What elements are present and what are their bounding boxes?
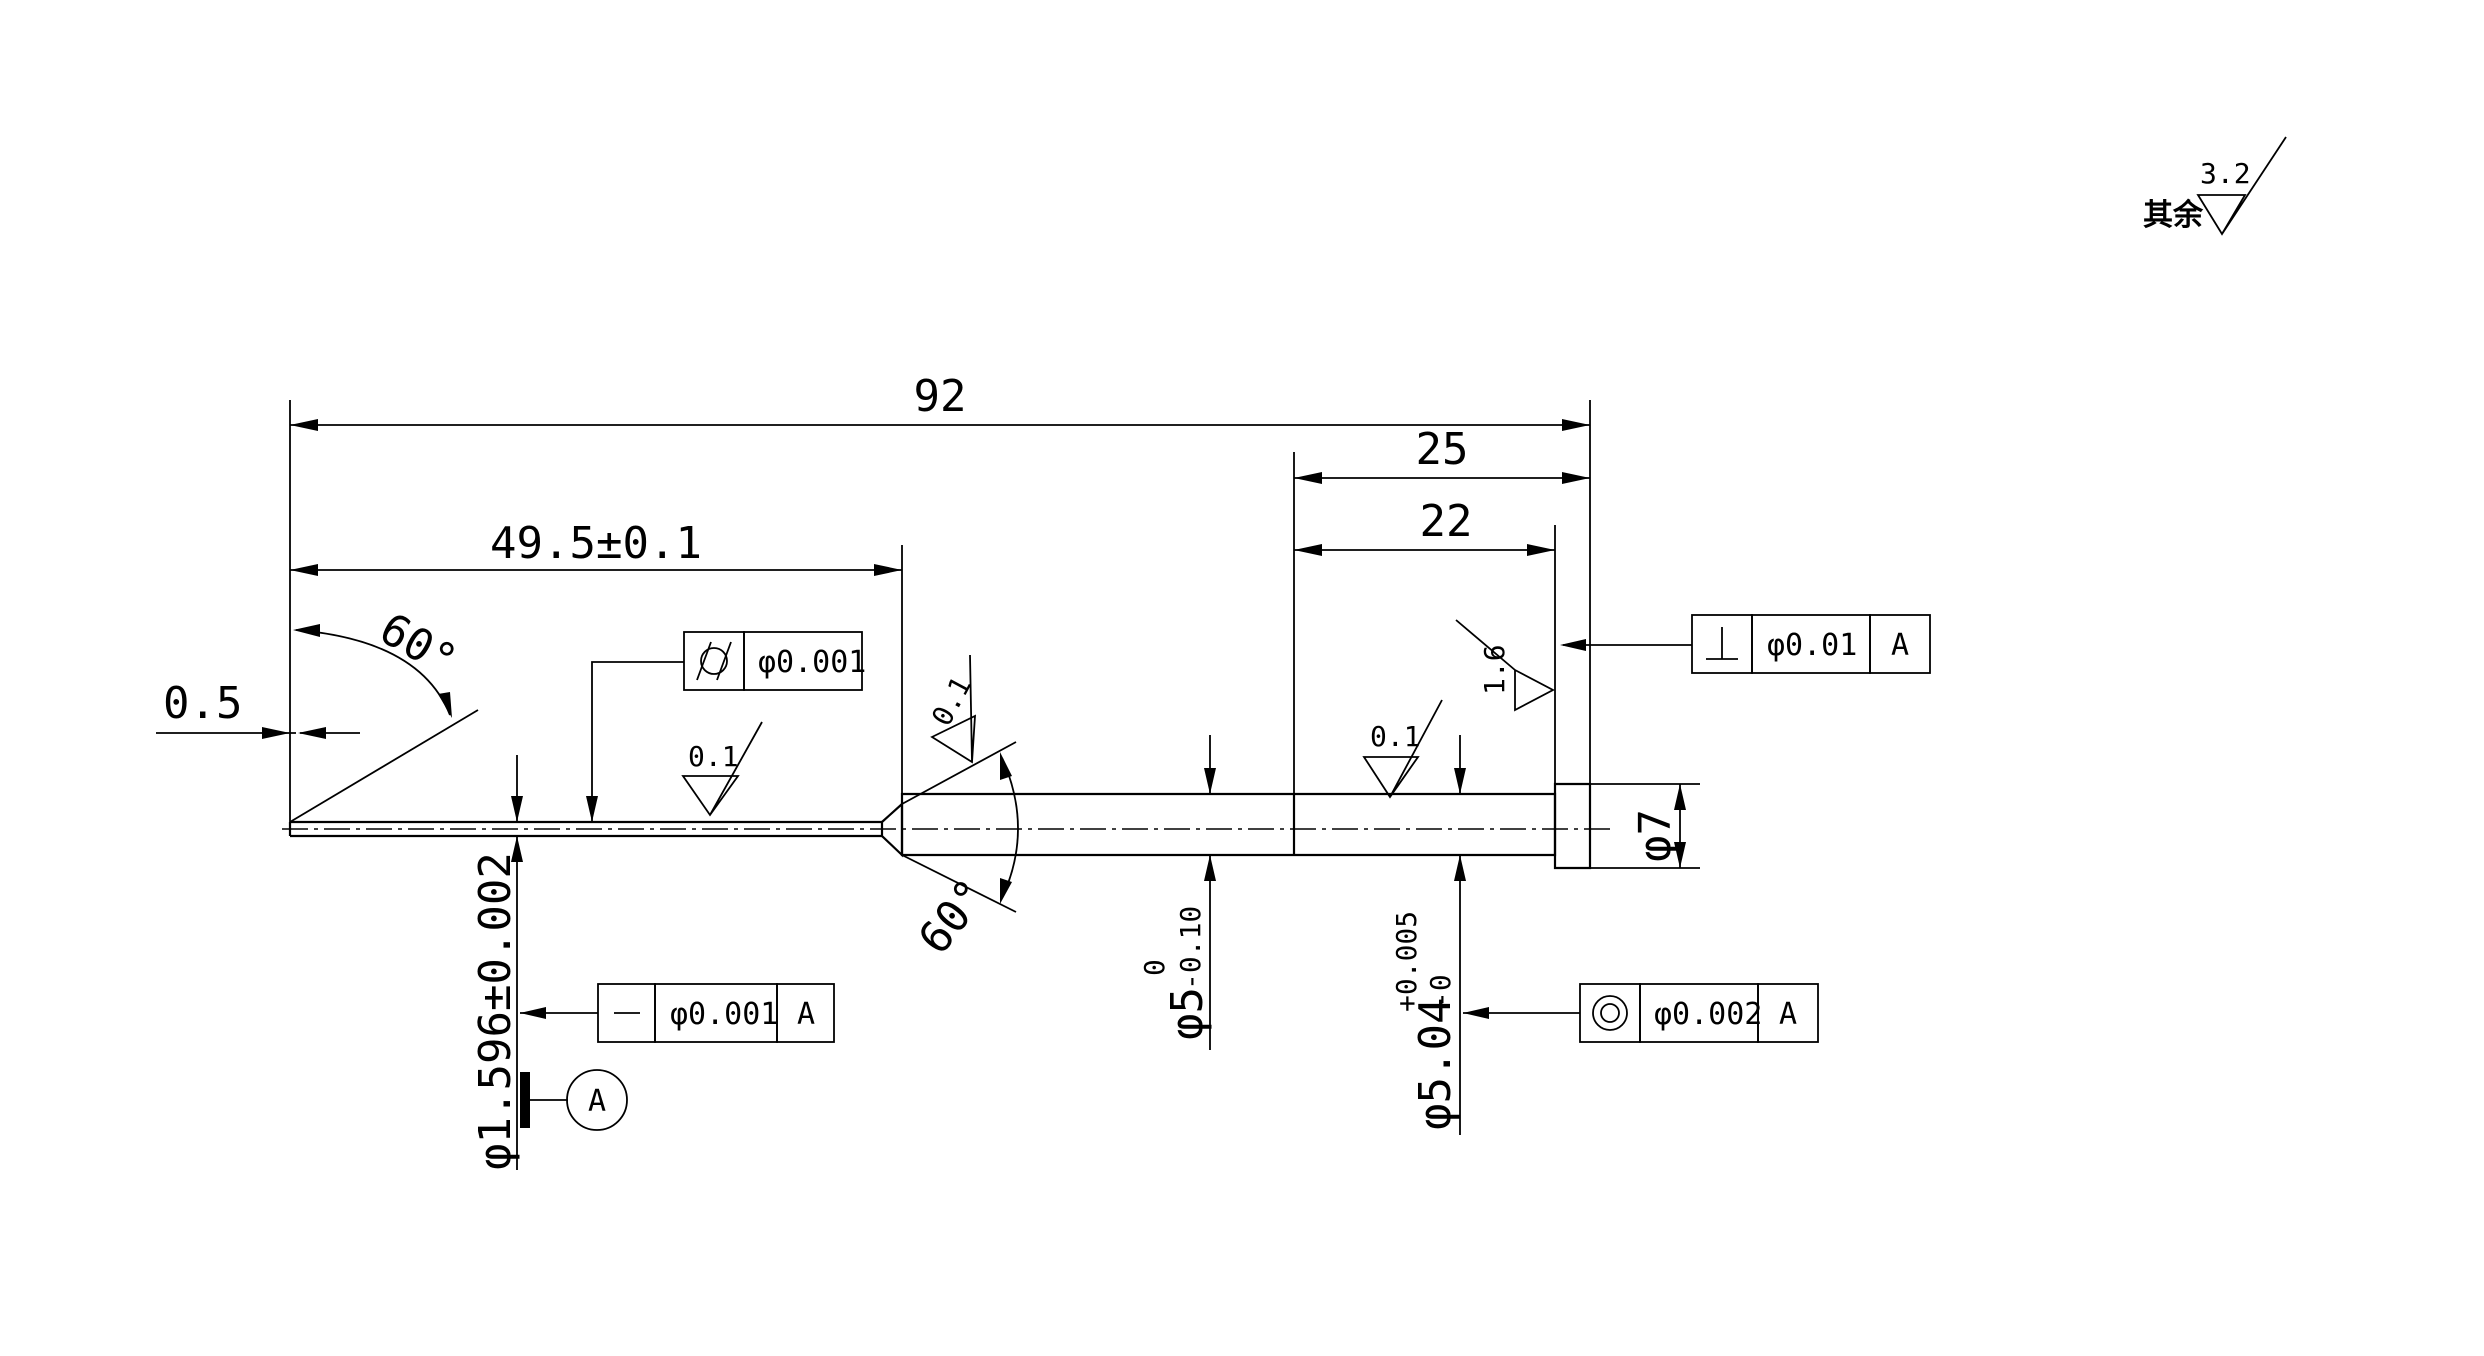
fcf-perpendicularity-value: φ0.01 [1767,628,1857,663]
pin-diameter-label: φ1.596±0.002 [470,852,521,1170]
dim-49-5-label: 49.5±0.1 [490,518,702,569]
fcf-straightness-value: φ0.001 [670,997,778,1032]
taper-angle-arc [1001,757,1019,899]
fcf-concentricity-datum: A [1779,997,1797,1032]
dim-pin-diameter: φ1.596±0.002 A [470,755,628,1170]
surface-finish-shoulder: 0.1 [1362,699,1443,799]
head-diameter-label: φ7 [1630,809,1681,862]
dim-taper-angle: 60° [901,741,1019,964]
taper-line-lower [901,854,1017,913]
concentricity-icon [1592,995,1628,1031]
dim-body-diameter: φ5 0 -0.10 [1138,735,1216,1050]
dim-tip-width: 0.5 [156,678,360,739]
body-diameter-lower-tol: -0.10 [1174,906,1207,990]
shoulder-diameter-lower-tol: -0 [1424,974,1457,1008]
fcf-straightness: φ0.001 A [520,983,835,1043]
fcf-cylindricity: φ0.001 [586,631,866,822]
fcf-perpendicularity: φ0.01 A [1560,614,1931,674]
roughness-value: 3.2 [2200,157,2251,190]
perpendicularity-icon [1706,627,1738,660]
taper-line-upper [901,741,1017,805]
tip-angle-label: 60° [371,603,465,687]
taper-angle-label: 60° [909,870,998,964]
surface-finish-pin-value: 0.1 [688,740,739,773]
surface-finish-pin: 0.1 [681,721,763,817]
body-diameter-upper-tol: 0 [1138,959,1171,976]
roughness-prefix: 其余 [2143,198,2204,233]
surface-finish-taper: 0.1 [925,654,978,764]
ext-head-diameter [1590,783,1700,869]
fcf-cylindricity-value: φ0.001 [758,645,866,680]
dim-22-label: 22 [1420,496,1473,547]
dim-tip-angle: 60° [289,603,479,823]
dim-head-diameter: φ7 [1630,784,1686,868]
fcf-perpendicularity-datum: A [1891,628,1909,663]
dim-overall-length: 92 [290,371,1590,431]
shoulder-diameter-upper-tol: +0.005 [1390,911,1423,1012]
shoulder-diameter-label: φ5.04 [1410,998,1461,1130]
surface-finish-head-face: 1.6 [1455,619,1555,712]
surface-finish-head-value: 1.6 [1478,644,1511,695]
dim-shoulder-diameter: φ5.04 +0.005 -0 [1390,735,1466,1135]
dim-head-section: 25 [1294,424,1590,484]
general-roughness-note: 其余 3.2 [2143,136,2287,236]
fcf-straightness-datum: A [797,997,815,1032]
dim-shank-section: 22 [1294,496,1555,556]
dim-0-5-label: 0.5 [163,678,242,729]
fcf-concentricity: φ0.002 A [1463,983,1819,1043]
cylindricity-icon [696,641,732,681]
dim-92-label: 92 [914,371,967,422]
fcf-concentricity-value: φ0.002 [1654,997,1762,1032]
datum-feature-mark [520,1072,530,1128]
dim-pin-length: 49.5±0.1 [290,518,902,576]
head-outline [1553,782,1592,870]
roughness-symbol [2196,136,2287,236]
dim-25-label: 25 [1416,424,1469,475]
extension-lines [289,400,1700,869]
body-outline [900,792,1557,857]
tip-angle-line [289,709,479,823]
datum-label: A [588,1084,606,1119]
body-diameter-label: φ5 [1162,987,1213,1040]
surface-finish-shoulder-value: 0.1 [1370,720,1421,753]
datum-circle [566,1069,628,1131]
